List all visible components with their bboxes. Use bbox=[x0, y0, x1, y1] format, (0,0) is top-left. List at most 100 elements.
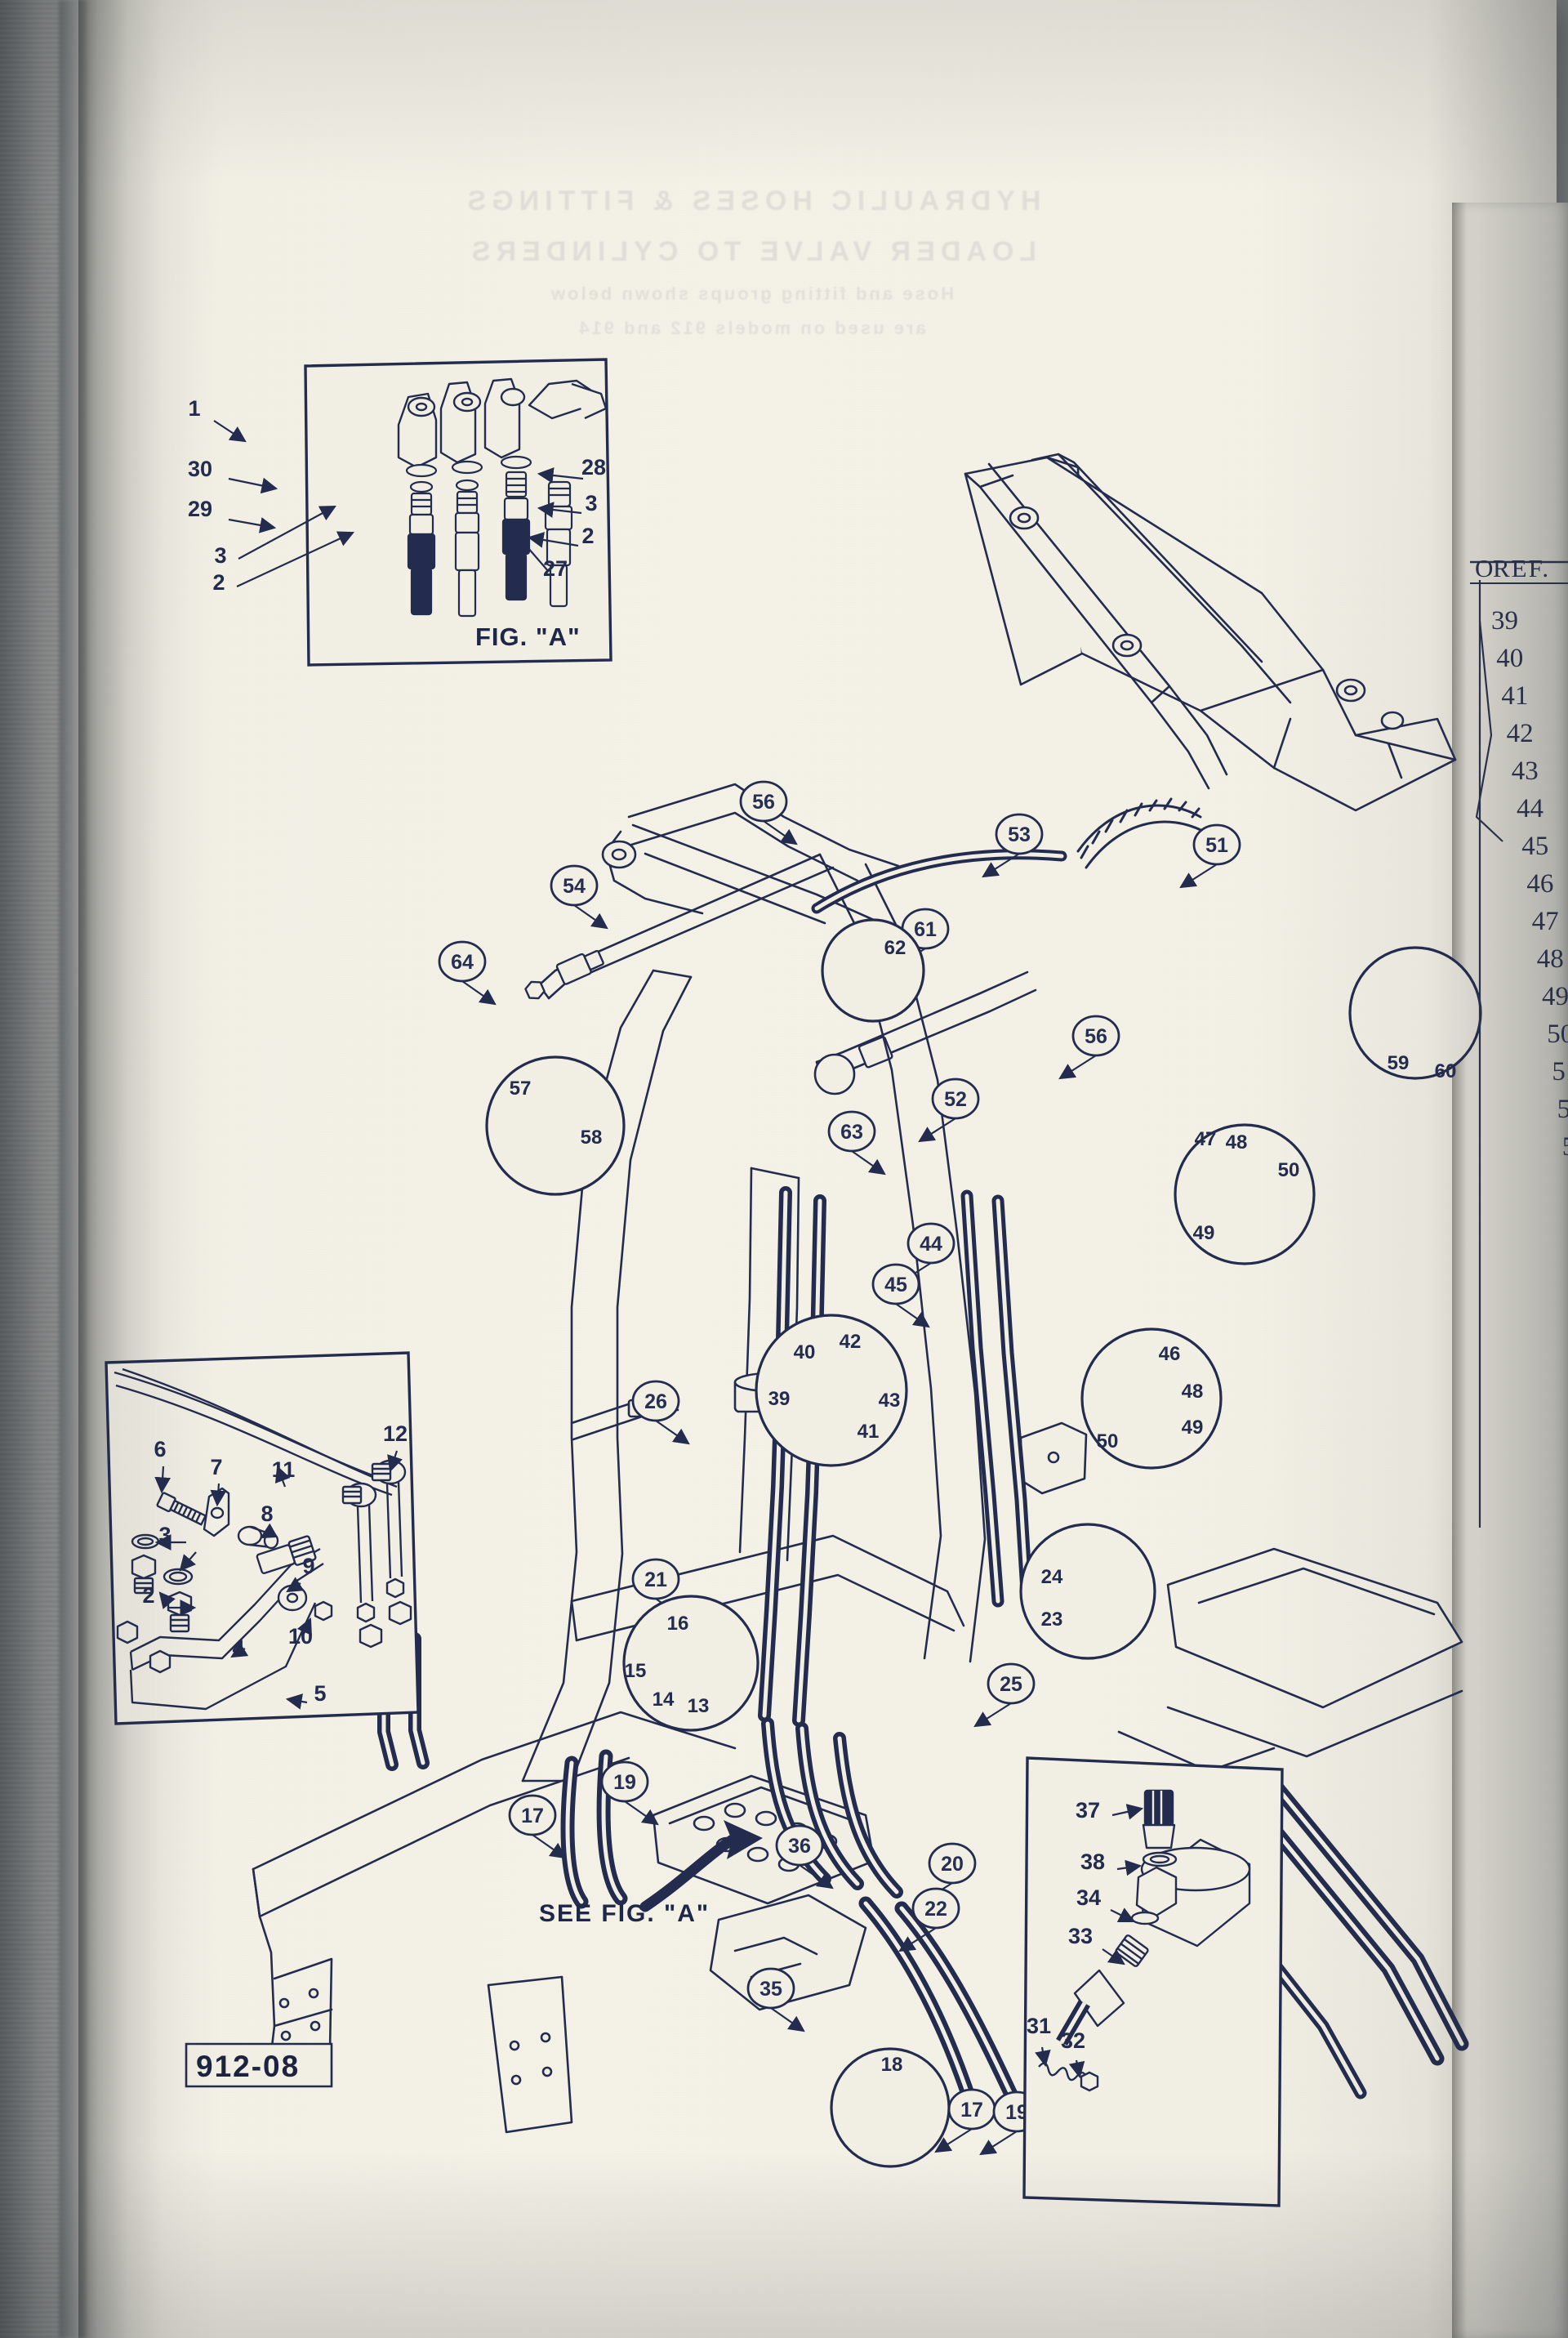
page-number-badge: 912-08 bbox=[186, 2044, 332, 2086]
part-label-15: 15 bbox=[625, 1660, 647, 1682]
part-label-2: 2 bbox=[581, 524, 594, 548]
part-label-14: 14 bbox=[653, 1689, 675, 1711]
balloon-number: 35 bbox=[760, 1978, 782, 2001]
ref-entry-46: 46 bbox=[1526, 869, 1553, 899]
ref-entry-40: 40 bbox=[1496, 644, 1523, 673]
part-label-9: 9 bbox=[302, 1554, 314, 1578]
part-label-18: 18 bbox=[881, 2054, 903, 2076]
part-label-59: 59 bbox=[1388, 1052, 1410, 1074]
part-label-29: 29 bbox=[188, 497, 212, 521]
part-label-50: 50 bbox=[1278, 1159, 1300, 1181]
part-label-58: 58 bbox=[581, 1127, 603, 1149]
balloon-leader bbox=[918, 1118, 956, 1143]
balloon-number: 52 bbox=[944, 1088, 967, 1111]
balloon-56: 56 bbox=[1058, 1016, 1119, 1080]
part-label-13: 13 bbox=[688, 1695, 710, 1717]
part-label-3: 3 bbox=[214, 543, 226, 568]
ref-column-header-prefix: O bbox=[1475, 554, 1494, 582]
balloon-leader bbox=[656, 1421, 690, 1445]
balloon-leader bbox=[852, 1151, 886, 1176]
balloon-number: 53 bbox=[1008, 823, 1031, 846]
part-label-32: 32 bbox=[1061, 2028, 1085, 2053]
part-label-12: 12 bbox=[383, 1421, 408, 1446]
balloon-leader bbox=[1179, 864, 1217, 889]
part-label-43: 43 bbox=[879, 1390, 901, 1412]
balloon-leader bbox=[532, 1835, 567, 1859]
ref-entry-39: 39 bbox=[1491, 606, 1518, 636]
part-label-5: 5 bbox=[314, 1681, 326, 1706]
ref-entry-53: 53 bbox=[1562, 1132, 1568, 1162]
balloon-number: 21 bbox=[644, 1568, 667, 1591]
ref-entry-41: 41 bbox=[1501, 681, 1528, 711]
balloon-leader bbox=[979, 2131, 1017, 2156]
balloon-leader bbox=[771, 2008, 805, 2032]
fig-a-caption: FIG. "A" bbox=[475, 622, 581, 651]
part-label-39: 39 bbox=[768, 1388, 791, 1410]
part-label-3: 3 bbox=[158, 1523, 171, 1547]
part-label-42: 42 bbox=[840, 1331, 862, 1353]
ref-entry-47: 47 bbox=[1532, 907, 1559, 936]
page-number-text: 912-08 bbox=[196, 2050, 300, 2083]
ref-column-entries: 3940414243444546474849505152535456575859… bbox=[1491, 606, 1568, 1199]
part-label-31: 31 bbox=[1027, 2014, 1051, 2038]
part-label-33: 33 bbox=[1068, 1924, 1093, 1948]
balloon-number: 20 bbox=[941, 1853, 964, 1876]
balloon-number: 36 bbox=[788, 1835, 811, 1858]
balloon-number: 45 bbox=[884, 1274, 907, 1296]
ref-entry-49: 49 bbox=[1542, 982, 1568, 1011]
balloon-63: 63 bbox=[829, 1112, 886, 1176]
ref-entry-51: 51 bbox=[1552, 1057, 1568, 1086]
part-label-2: 2 bbox=[212, 570, 225, 595]
part-label-49: 49 bbox=[1182, 1417, 1204, 1439]
bubble-18: 18 bbox=[831, 2049, 949, 2166]
part-label-48: 48 bbox=[1226, 1131, 1248, 1153]
balloon-number: 56 bbox=[752, 791, 775, 814]
part-label-46: 46 bbox=[1159, 1343, 1181, 1365]
balloon-54: 54 bbox=[551, 866, 608, 930]
balloon-number: 19 bbox=[613, 1771, 636, 1794]
ref-entry-52: 52 bbox=[1557, 1095, 1568, 1124]
part-label-60: 60 bbox=[1435, 1060, 1457, 1082]
part-label-48: 48 bbox=[1182, 1381, 1204, 1403]
balloon-number: 54 bbox=[563, 875, 586, 898]
part-label-28: 28 bbox=[581, 455, 606, 480]
part-label-24: 24 bbox=[1041, 1566, 1063, 1588]
part-label-11: 11 bbox=[272, 1457, 296, 1482]
balloon-leader bbox=[574, 905, 608, 930]
balloon-number: 51 bbox=[1205, 834, 1228, 857]
balloon-52: 52 bbox=[918, 1079, 978, 1143]
part-label-16: 16 bbox=[667, 1613, 689, 1635]
balloon-leader bbox=[1058, 1055, 1096, 1080]
part-label-6: 6 bbox=[154, 1437, 166, 1461]
bubble-13-14-15-16: 16 15 14 13 bbox=[624, 1596, 758, 1730]
bubble-59-60: 59 60 bbox=[1350, 948, 1481, 1082]
balloon-leader bbox=[973, 1703, 1011, 1728]
ref-entry-42: 42 bbox=[1507, 719, 1534, 748]
part-label-30: 30 bbox=[188, 457, 212, 481]
part-label-62: 62 bbox=[884, 937, 906, 959]
part-label-40: 40 bbox=[794, 1341, 816, 1363]
part-label-3: 3 bbox=[585, 491, 597, 515]
balloon-leader bbox=[625, 1801, 659, 1826]
see-fig-a-text: SEE FIG. "A" bbox=[539, 1900, 710, 1927]
part-label-1: 1 bbox=[188, 396, 200, 421]
balloon-64: 64 bbox=[439, 942, 497, 1006]
part-label-37: 37 bbox=[1076, 1798, 1100, 1823]
part-label-4: 4 bbox=[232, 1635, 244, 1660]
part-label-50: 50 bbox=[1097, 1430, 1119, 1452]
part-label-57: 57 bbox=[510, 1078, 532, 1100]
balloon-number: 44 bbox=[920, 1233, 942, 1256]
part-label-10: 10 bbox=[288, 1624, 313, 1649]
bubble-62: 62 bbox=[822, 920, 924, 1021]
balloon-25: 25 bbox=[973, 1664, 1034, 1728]
ref-entry-44: 44 bbox=[1517, 794, 1544, 823]
part-label-27: 27 bbox=[543, 556, 568, 581]
balloon-number: 63 bbox=[840, 1121, 863, 1144]
balloon-number: 17 bbox=[521, 1805, 544, 1827]
balloon-leader bbox=[462, 981, 497, 1006]
ref-entry-50: 50 bbox=[1547, 1020, 1568, 1049]
